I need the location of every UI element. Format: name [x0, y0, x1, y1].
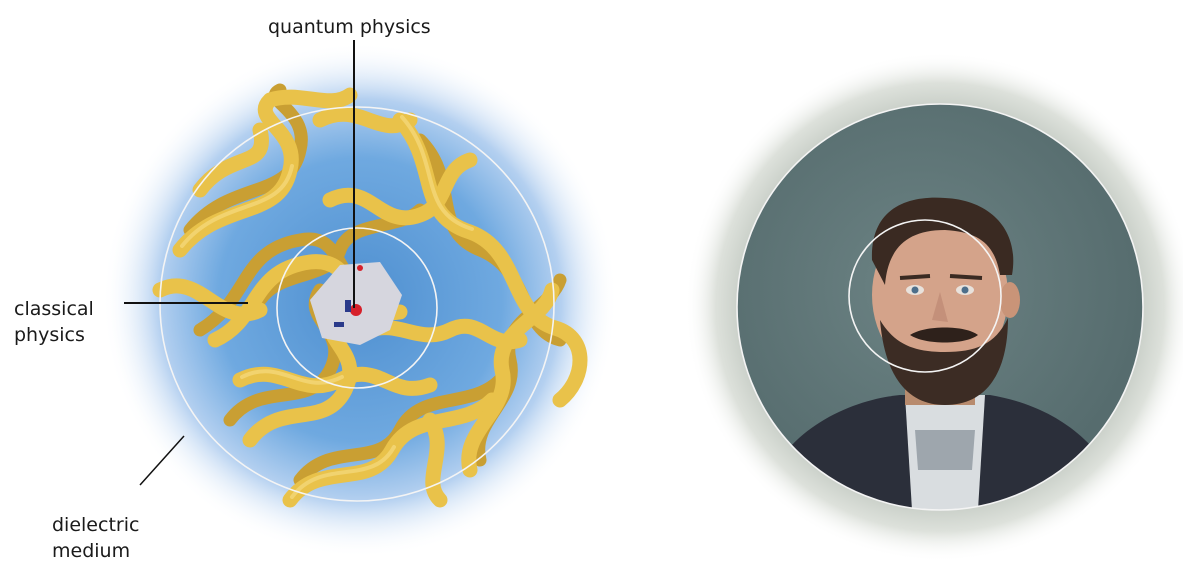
dielectric-medium-label: dielectric medium: [52, 512, 172, 564]
quantum-physics-label: quantum physics: [268, 14, 431, 40]
classical-physics-label: classical physics: [14, 296, 124, 348]
